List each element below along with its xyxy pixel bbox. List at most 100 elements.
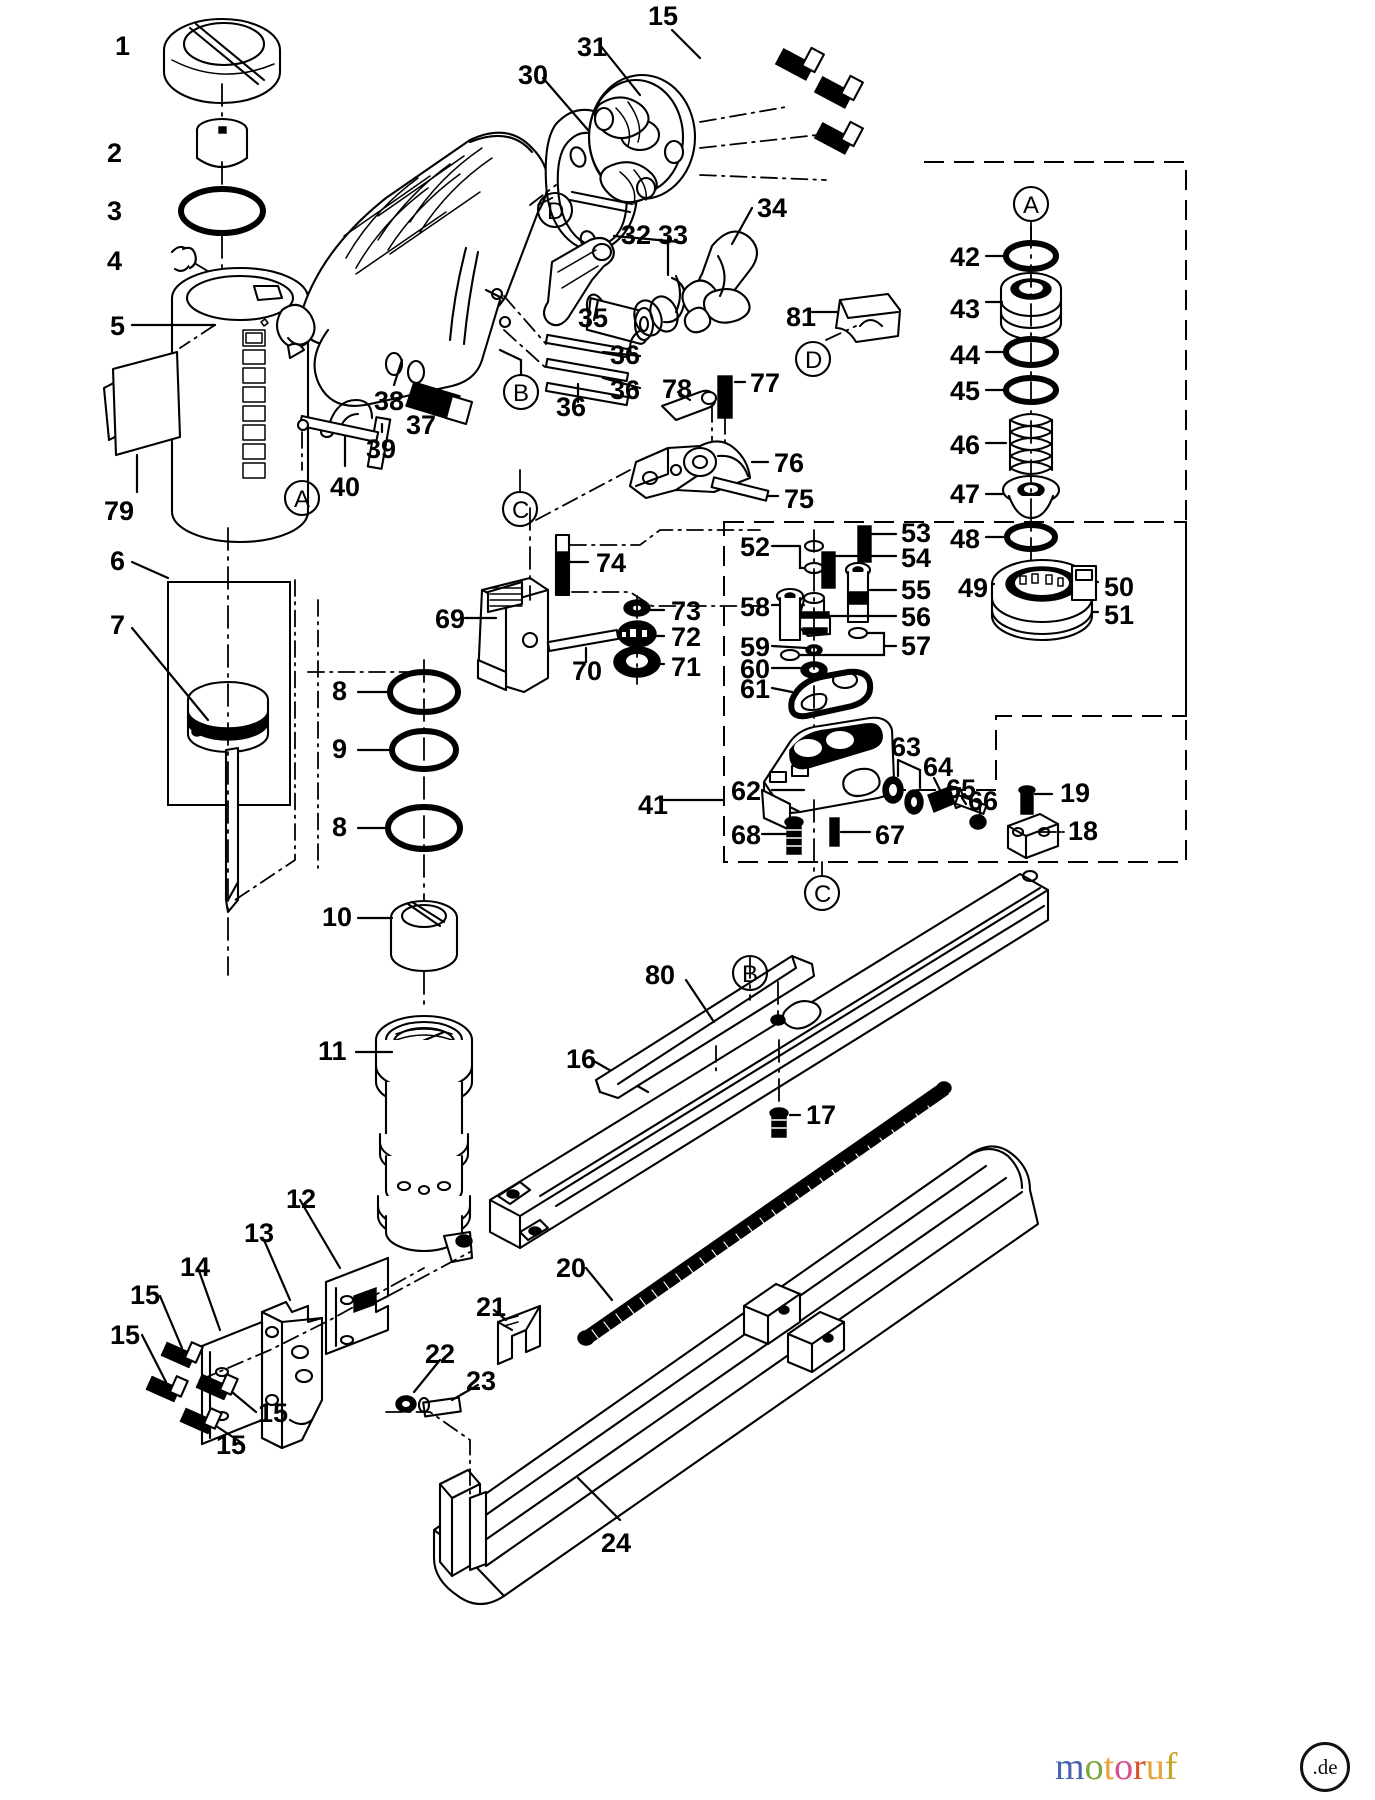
leader-34 [730,206,754,246]
callout-63: 63 [891,732,922,762]
leader-36a [601,350,642,358]
callout-2: 2 [107,138,123,168]
callout-13: 13 [244,1218,275,1248]
callout-64: 64 [923,752,954,782]
callout-20: 20 [556,1253,587,1283]
callout-18: 18 [1068,816,1099,846]
part-20-spring [577,1081,952,1346]
callout-12: 12 [286,1184,317,1214]
callout-42: 42 [950,242,981,272]
leader-15a [158,1294,184,1350]
callout-59: 59 [740,632,771,662]
bostitch-branding [242,318,269,479]
leader-20 [584,1266,614,1302]
callout-48: 48 [950,524,981,554]
group-letter-d-right: D [805,347,823,374]
part-24-magazine [432,1145,1040,1606]
leader-6 [130,560,170,580]
leader-30 [541,76,590,132]
callout-24: 24 [601,1528,632,1558]
callout-74: 74 [596,548,627,578]
part-7-piston-driver [186,680,270,914]
callout-33: 33 [658,220,689,250]
callout-9: 9 [332,734,348,764]
dash-C-76 [535,469,631,521]
callout-19: 19 [1060,778,1091,808]
wm-letter-u: u [1145,1746,1165,1788]
callout-60: 60 [740,654,771,684]
leader-52 [770,544,807,570]
callout-34: 34 [757,193,788,223]
callout-79: 79 [104,496,135,526]
housing-body [275,131,549,439]
group-C-panel [723,521,1187,863]
leader-12 [298,1198,342,1270]
callout-53: 53 [901,518,932,548]
part-15-screws-nose [145,1341,239,1435]
leader-21 [492,1308,508,1322]
callout-56: 56 [901,602,932,632]
dash-23 [385,1411,471,1501]
callout-15-b: 15 [110,1320,141,1350]
leader-35 [592,298,600,322]
part-70-pin [546,628,620,653]
dash-nose-axis [199,1267,425,1381]
callout-51: 51 [1104,600,1135,630]
callout-69: 69 [435,604,466,634]
part-66-tip [969,814,987,830]
callout-55: 55 [901,575,932,605]
callout-36-b: 36 [610,375,641,405]
callout-45: 45 [950,376,981,406]
leader-38 [392,358,404,387]
part-69-housing [476,576,550,694]
group-letter-b-lower: B [742,961,759,988]
leader-15-top [670,28,702,60]
leader-59 [770,644,808,650]
wm-letter-f: f [1164,1746,1178,1788]
group-letter-circles [283,185,1050,992]
part-3-oring [178,186,266,236]
part-54-pin [821,551,836,589]
callout-80: 80 [645,960,676,990]
callout-1: 1 [115,31,131,61]
callout-47: 47 [950,479,981,509]
part-35-sleeve [585,293,655,345]
wm-letter-r: r [1133,1746,1146,1788]
leader-14 [196,1266,222,1332]
callout-39: 39 [366,434,397,464]
callout-71: 71 [671,652,702,682]
part-63-washers [882,776,924,815]
callout-75: 75 [784,484,815,514]
callout-58: 58 [740,592,771,622]
callout-11: 11 [318,1036,347,1066]
callout-15-a: 15 [130,1280,161,1310]
callout-21: 21 [476,1292,507,1322]
group-letter-c-lower: C [814,881,832,908]
leader-D-upper [537,195,557,206]
part-55-bolt [844,561,872,624]
leader-15c [230,1390,258,1414]
callout-43: 43 [950,294,981,324]
part-56-bolt [775,587,805,642]
callout-15-d: 15 [216,1430,247,1460]
callout-8-upper: 8 [332,676,348,706]
group-A-panel [876,161,1187,791]
motoruf-de-badge: .de [1300,1742,1350,1792]
part-19-screw [1018,785,1036,815]
part-46-spring [1008,412,1054,476]
group-letter-a-left: A [294,486,311,513]
callout-16: 16 [566,1044,597,1074]
leader-D-30 [529,184,557,206]
part-40-pin [296,414,380,444]
leader-15d [214,1424,244,1445]
callout-22: 22 [425,1339,456,1369]
part-67-pin [829,817,840,847]
part-18-bracket [1006,812,1060,860]
leader-24 [576,1476,622,1522]
part-16-magazine-rail [488,869,1050,1250]
callout-15-c: 15 [258,1398,289,1428]
part-11-nose-housing [374,1014,474,1264]
part-79-label [102,350,182,457]
part-81-bumper [834,292,902,344]
